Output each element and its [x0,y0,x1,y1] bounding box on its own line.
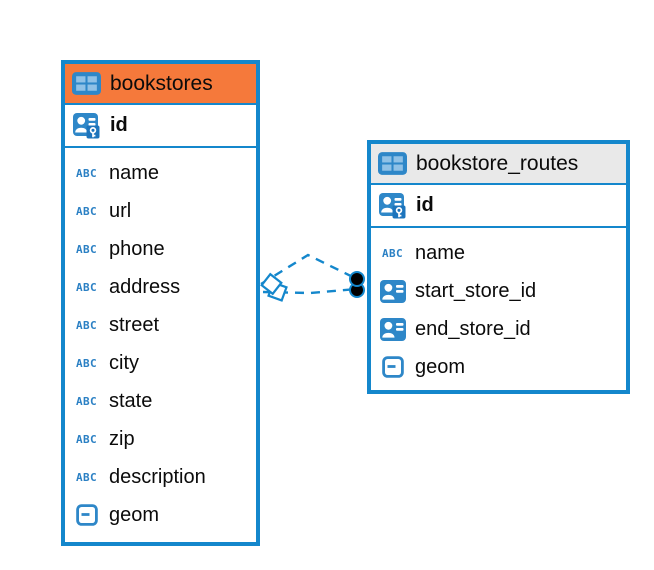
primary-key-icon [72,112,101,139]
text-type-icon: ABC [75,280,98,294]
primary-key-icon [378,192,407,219]
relation-line-end-store[interactable] [262,287,358,295]
geometry-type-icon [72,504,101,526]
column-name: name [109,161,160,184]
table-title: bookstore_routes [416,151,579,175]
column-row-name[interactable]: ABC name [371,234,626,272]
column-name: description [109,465,206,488]
relation-many-end-marker [260,272,288,302]
column-name: zip [109,427,135,450]
table-bookstores-columns: ABC name ABC url ABC phone ABC address A… [65,148,256,542]
text-type-icon: ABC [75,394,98,408]
column-name: id [110,114,128,136]
table-icon [378,152,407,175]
column-name: end_store_id [415,317,531,340]
relation-line-start-store[interactable] [260,253,358,286]
table-bookstore-routes[interactable]: bookstore_routes id ABC name start_store… [367,140,630,394]
column-row-zip[interactable]: ABC zip [65,420,256,458]
text-type-icon: ABC [75,204,98,218]
reference-id-icon [378,317,407,341]
column-row-description[interactable]: ABC description [65,458,256,496]
table-bookstore-routes-columns: ABC name start_store_id end_store_id ge [371,228,626,390]
column-row-id[interactable]: id [65,105,256,148]
column-name: street [109,313,160,336]
text-type-icon: ABC [75,318,98,332]
text-type-icon: ABC [75,470,98,484]
column-row-phone[interactable]: ABC phone [65,230,256,268]
column-name: geom [109,503,160,526]
column-row-geom[interactable]: geom [371,348,626,386]
column-row-id[interactable]: id [371,185,626,228]
text-type-icon: ABC [381,246,404,260]
column-name: phone [109,237,165,260]
table-bookstore-routes-header[interactable]: bookstore_routes [371,144,626,185]
column-name: address [109,275,181,298]
column-name: start_store_id [415,279,537,302]
table-bookstores-header[interactable]: bookstores [65,64,256,105]
column-row-address[interactable]: ABC address [65,268,256,306]
column-name: id [416,194,434,216]
column-row-street[interactable]: ABC street [65,306,256,344]
column-row-url[interactable]: ABC url [65,192,256,230]
column-row-start-store-id[interactable]: start_store_id [371,272,626,310]
column-row-geom[interactable]: geom [65,496,256,534]
column-row-city[interactable]: ABC city [65,344,256,382]
table-icon [72,72,101,95]
text-type-icon: ABC [75,432,98,446]
column-name: geom [415,355,466,378]
column-row-state[interactable]: ABC state [65,382,256,420]
column-row-name[interactable]: ABC name [65,154,256,192]
table-title: bookstores [110,71,213,95]
geometry-type-icon [378,356,407,378]
column-name: url [109,199,132,222]
column-name: name [415,241,466,264]
column-name: state [109,389,153,412]
table-bookstores[interactable]: bookstores id ABC name ABC url ABC phone… [61,60,260,546]
text-type-icon: ABC [75,242,98,256]
column-row-end-store-id[interactable]: end_store_id [371,310,626,348]
reference-id-icon [378,279,407,303]
text-type-icon: ABC [75,166,98,180]
column-name: city [109,351,139,374]
text-type-icon: ABC [75,356,98,370]
